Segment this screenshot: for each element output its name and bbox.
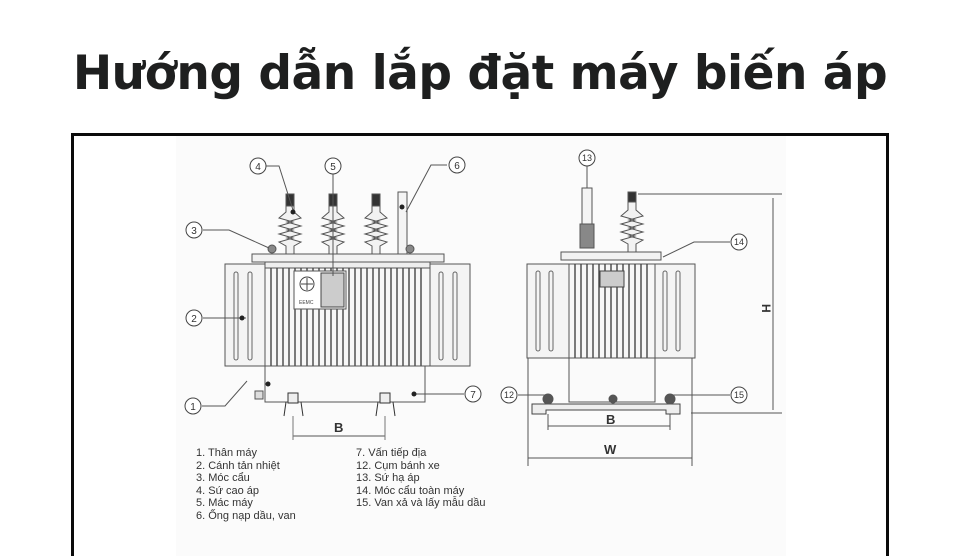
svg-text:5: 5 bbox=[330, 162, 336, 173]
transformer-drawing: EEMC bbox=[184, 149, 782, 466]
svg-text:7: 7 bbox=[470, 390, 476, 401]
legend-item: 3. Móc cẩu bbox=[196, 472, 250, 484]
legend-item: 5. Mác máy bbox=[196, 497, 253, 509]
diagram-frame: EEMC bbox=[71, 133, 889, 556]
svg-text:3: 3 bbox=[191, 226, 197, 237]
svg-text:12: 12 bbox=[504, 390, 514, 400]
legend-item: 4. Sứ cao áp bbox=[196, 484, 260, 497]
svg-text:6: 6 bbox=[454, 161, 460, 172]
svg-text:1: 1 bbox=[190, 402, 196, 413]
svg-text:13: 13 bbox=[582, 153, 592, 163]
svg-text:14: 14 bbox=[734, 237, 744, 247]
svg-text:EEMC: EEMC bbox=[299, 300, 314, 306]
legend-left: 1. Thân máy 2. Cánh tản nhiệt 3. Móc cẩu… bbox=[196, 447, 296, 522]
svg-text:2: 2 bbox=[191, 314, 197, 325]
transformer-diagram: EEMC bbox=[176, 136, 786, 556]
legend-item: 12. Cụm bánh xe bbox=[356, 459, 440, 472]
legend-item: 13. Sứ hạ áp bbox=[356, 472, 420, 484]
svg-text:15: 15 bbox=[734, 390, 744, 400]
legend-item: 1. Thân máy bbox=[196, 447, 257, 459]
svg-text:H: H bbox=[759, 304, 773, 313]
side-view: B W H 13 bbox=[500, 149, 782, 466]
legend-right: 7. Vấn tiếp địa 12. Cụm bánh xe 13. Sứ h… bbox=[356, 447, 485, 510]
legend-item: 14. Móc cẩu toàn máy bbox=[356, 484, 465, 497]
svg-text:4: 4 bbox=[255, 162, 261, 173]
legend-item: 2. Cánh tản nhiệt bbox=[196, 459, 280, 472]
legend-item: 15. Van xả và lấy mẫu dầu bbox=[356, 497, 486, 509]
svg-text:B: B bbox=[606, 412, 615, 427]
front-view: EEMC bbox=[184, 156, 482, 440]
legend-item: 6. Ống nạp dầu, van bbox=[196, 509, 296, 522]
legend-item: 7. Vấn tiếp địa bbox=[356, 447, 427, 459]
page-title: Hướng dẫn lắp đặt máy biến áp bbox=[72, 46, 888, 101]
svg-text:B: B bbox=[334, 420, 343, 435]
svg-text:W: W bbox=[604, 442, 617, 457]
